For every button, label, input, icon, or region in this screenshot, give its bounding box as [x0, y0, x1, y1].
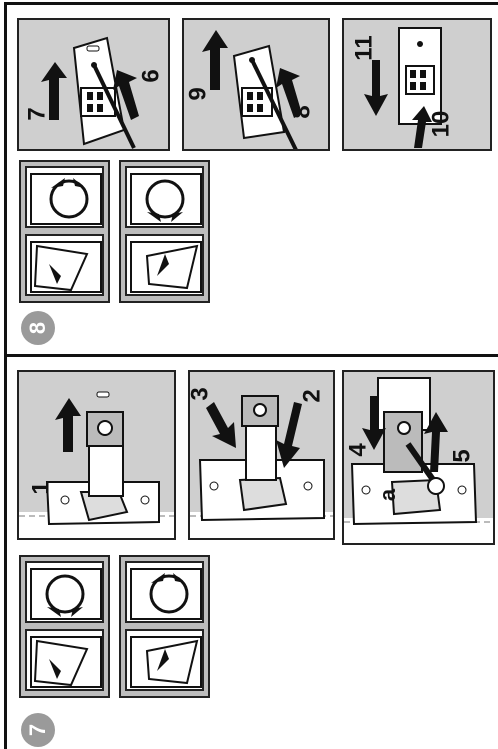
machine-door-open-view — [25, 629, 104, 691]
latch-lift-illustration — [184, 20, 330, 151]
step-7-door-diagram-left — [19, 555, 110, 698]
step-7-section: 1 3 2 — [4, 354, 498, 749]
step-7-door-diagram-right — [119, 555, 210, 698]
step-8-section: 7 6 9 8 — [4, 2, 498, 354]
step-label-7: 7 — [26, 107, 50, 120]
step-number-badge: 8 — [21, 311, 55, 345]
step-number: 8 — [25, 322, 51, 334]
step-7-illustration-2: 3 2 — [188, 370, 335, 540]
latch-unlock-illustration — [19, 20, 170, 151]
machine-front-view — [125, 561, 204, 623]
step-label-11: 11 — [353, 35, 377, 60]
step-8-door-diagram-right — [119, 160, 210, 303]
machine-door-open-view — [125, 629, 204, 691]
step-number-badge: 7 — [21, 713, 55, 747]
step-label-9: 9 — [187, 87, 211, 100]
step-7-illustration-3: 4 5 a — [342, 370, 495, 545]
step-label-6: 6 — [140, 69, 164, 82]
machine-door-open-view — [25, 234, 104, 296]
hinge-lift-illustration — [19, 372, 176, 540]
machine-front-view — [25, 166, 104, 228]
step-label-1: 1 — [30, 481, 54, 494]
step-label-8: 8 — [291, 105, 315, 118]
step-8-door-diagram-left — [19, 160, 110, 303]
machine-door-open-view — [125, 234, 204, 296]
step-label-10: 10 — [429, 111, 453, 138]
step-label-5: 5 — [451, 449, 475, 462]
step-label-3: 3 — [189, 387, 213, 400]
step-label-2: 2 — [301, 389, 325, 402]
step-8-illustration-2: 9 8 — [182, 18, 330, 151]
machine-front-view — [125, 166, 204, 228]
part-label-a: a — [377, 489, 399, 501]
step-8-illustration-1: 7 6 — [17, 18, 170, 151]
step-label-4: 4 — [347, 443, 371, 456]
machine-front-view — [25, 561, 104, 623]
step-7-illustration-1: 1 — [17, 370, 176, 540]
step-8-illustration-3: 11 10 — [342, 18, 492, 151]
step-number: 7 — [25, 724, 51, 736]
